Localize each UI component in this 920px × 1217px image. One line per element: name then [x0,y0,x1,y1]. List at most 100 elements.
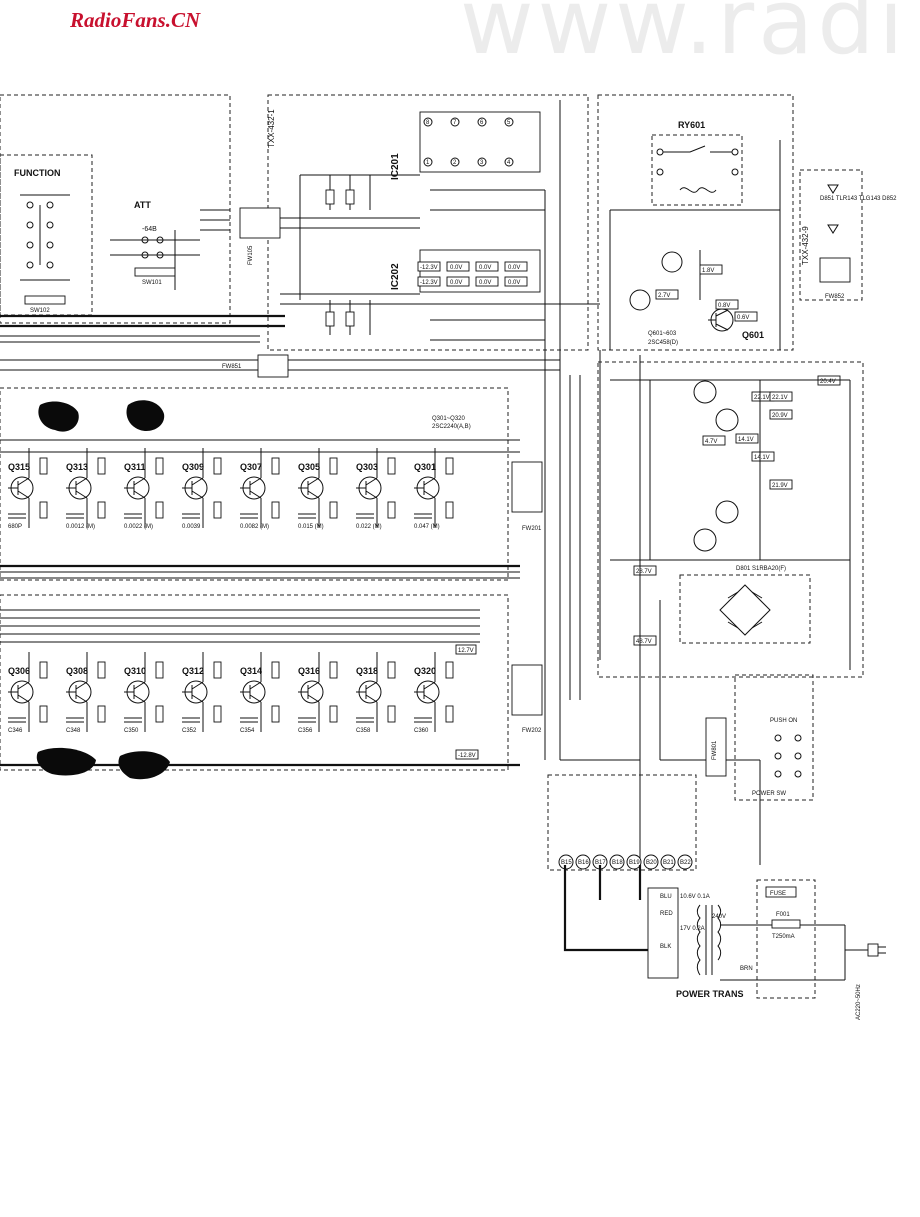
capacitor [414,513,432,519]
relay-box [651,134,743,206]
capacitor [356,513,374,519]
svg-text:0.0V: 0.0V [479,265,491,271]
svg-text:0.0V: 0.0V [450,280,462,286]
terminal-label: B16 [578,860,589,866]
voltage-tag-text: 20.9V [772,413,788,419]
svg-text:0.0V: 0.0V [450,265,462,271]
upper-bus [0,439,520,579]
fuse-board [547,774,697,871]
function-switch-contacts [20,194,200,290]
ic202-label: IC202 [390,263,401,290]
mains-label: AC220~50Hz [856,984,862,1020]
terminal-connector [677,854,693,870]
capacitor-value: 680P [8,524,22,530]
capacitor-value: 0.047 (M) [414,524,440,530]
svg-text:7: 7 [453,120,457,126]
resistor [445,457,454,475]
voltage-tag-text: 14.1V [754,455,770,461]
transistor-label: Q305 [298,462,320,472]
bridge-rectifier [719,584,771,636]
wire-color-blk: BLK [660,944,671,950]
transistor-label: Q313 [66,462,88,472]
relay-contacts [656,145,739,193]
q301-type-label: 2SC2240(A,B) [432,424,471,430]
lower-bus [0,609,480,643]
rail-voltage-neg-12-8-text: -12.8V [458,753,476,759]
resistor [97,705,106,723]
function-att-box [0,94,231,324]
terminal-connector [626,854,642,870]
resistor [445,705,454,723]
voltage-tag [751,451,775,462]
fuse-rating-label: T250mA [772,934,795,940]
upper-filter-board [0,387,509,581]
transistor-label: Q308 [66,666,88,676]
led-diodes [827,184,839,234]
resistor [39,457,48,475]
resistor [39,705,48,723]
ink-blot [126,400,165,432]
terminal-connector [643,854,659,870]
led-board [799,169,863,301]
ic202-pin-voltages: -12.3V 0.0V 0.0V 0.0V -12.3V 0.0V 0.0V 0… [417,261,528,287]
terminal-label: B20 [646,860,657,866]
q601-type-label: 2SC458(D) [648,340,678,346]
led-parts-label: D851 TLR143 TLG143 D852 [820,196,897,202]
transistor-label: Q310 [124,666,146,676]
transistor-label: Q306 [8,666,30,676]
resistor [213,457,222,475]
rail-voltage-28-7 [633,565,657,576]
capacitor-value: 0.0022 (M) [124,524,153,530]
fuse-part-label: F001 [776,912,790,918]
svg-text:-12.3V: -12.3V [420,265,438,271]
relay-wiring [609,140,781,350]
transistor-label: Q301 [414,462,436,472]
q602-q603-transistors [629,251,683,311]
capacitor [356,717,374,723]
resistor [271,661,280,679]
capacitor [414,717,432,723]
svg-text:1: 1 [426,160,430,166]
board-txx-432-1: TXX-432-1 [267,109,276,148]
fw852-label: FW852 [825,294,845,300]
voltage-tag [769,479,793,490]
voltage-tag [734,311,758,322]
capacitor [124,513,142,519]
voltage-tag-text: 14.1V [738,437,754,443]
voltage-tag [655,289,679,300]
fuse-label-plate [765,886,797,898]
terminal-label: B22 [680,860,691,866]
fuse-element [771,919,801,929]
resistor [329,661,338,679]
capacitor-value: C360 [414,728,429,734]
power-sw-label: POWER SW [752,791,786,797]
interboard-wiring [544,340,640,761]
faint-watermark: www.radi [460,0,908,75]
terminal-connector [660,854,676,870]
fuse-label: FUSE [770,891,786,897]
tap-10-6v: 10.6V 0.1A [680,894,710,900]
resistor [387,705,396,723]
q601-label: Q601 [742,330,764,340]
push-on-label: PUSH ON [770,718,797,724]
transistor-label: Q314 [240,666,262,676]
function-switch-box [0,154,93,316]
fw105-label: FW105 [248,245,254,265]
transistor-label: Q311 [124,462,146,472]
lower-filter-board [0,594,509,771]
svg-text:6: 6 [480,120,484,126]
resistor [387,457,396,475]
resistor [329,501,338,519]
resistor [445,501,454,519]
terminal-connector [609,854,625,870]
voltage-tag-text: 0.6V [737,315,749,321]
